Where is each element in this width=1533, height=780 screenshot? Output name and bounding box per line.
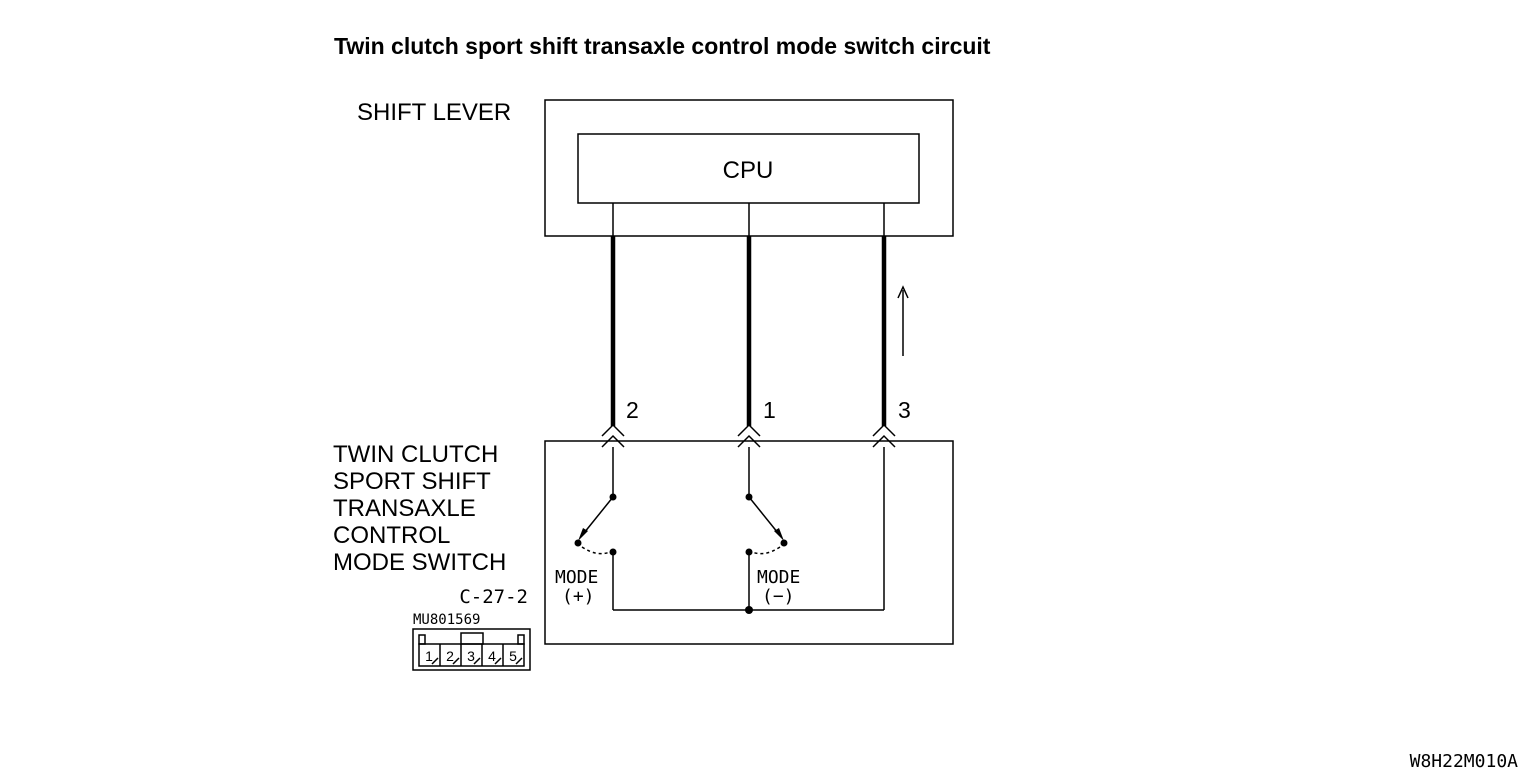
pin-number-1: 1 [763, 397, 776, 423]
shift-lever-label: SHIFT LEVER [357, 99, 511, 126]
pin-number-2: 2 [626, 397, 639, 423]
svg-text:CONTROL: CONTROL [333, 522, 450, 549]
svg-text:TWIN CLUTCH: TWIN CLUTCH [333, 441, 498, 468]
mode-plus-sign: (+) [562, 586, 595, 607]
svg-text:SPORT SHIFT: SPORT SHIFT [333, 468, 491, 495]
mode-minus-label: MODE [757, 567, 800, 588]
terminal-pin-1 [737, 423, 761, 448]
common-junction [745, 606, 753, 614]
connector-face [412, 628, 531, 671]
svg-text:MODE SWITCH: MODE SWITCH [333, 549, 506, 576]
connector-pin-5: 5 [509, 648, 517, 664]
mode-switch-box [544, 440, 954, 645]
terminal-pin-2 [601, 423, 625, 448]
connector-pin-1: 1 [425, 648, 433, 664]
cpu-label: CPU [723, 157, 774, 184]
mode-switch-label: TWIN CLUTCH SPORT SHIFT TRANSAXLE CONTRO… [333, 441, 506, 576]
diagram-title: Twin clutch sport shift transaxle contro… [334, 33, 991, 59]
connector-pin-4: 4 [488, 648, 496, 664]
connector-pin-3: 3 [467, 648, 475, 664]
connector-part-number: MU801569 [413, 612, 480, 628]
current-direction-arrow [897, 285, 909, 356]
mode-plus-label: MODE [555, 567, 598, 588]
connector-id: C-27-2 [459, 586, 528, 608]
svg-text:TRANSAXLE: TRANSAXLE [333, 495, 476, 522]
mode-minus-sign: (−) [762, 586, 795, 607]
mode-plus-switch [574, 493, 617, 610]
pin-number-3: 3 [898, 397, 911, 423]
connector-pin-2: 2 [446, 648, 454, 664]
mode-minus-switch [745, 493, 788, 610]
terminal-pin-3 [872, 423, 896, 448]
figure-code: W8H22M010A [1410, 751, 1519, 772]
